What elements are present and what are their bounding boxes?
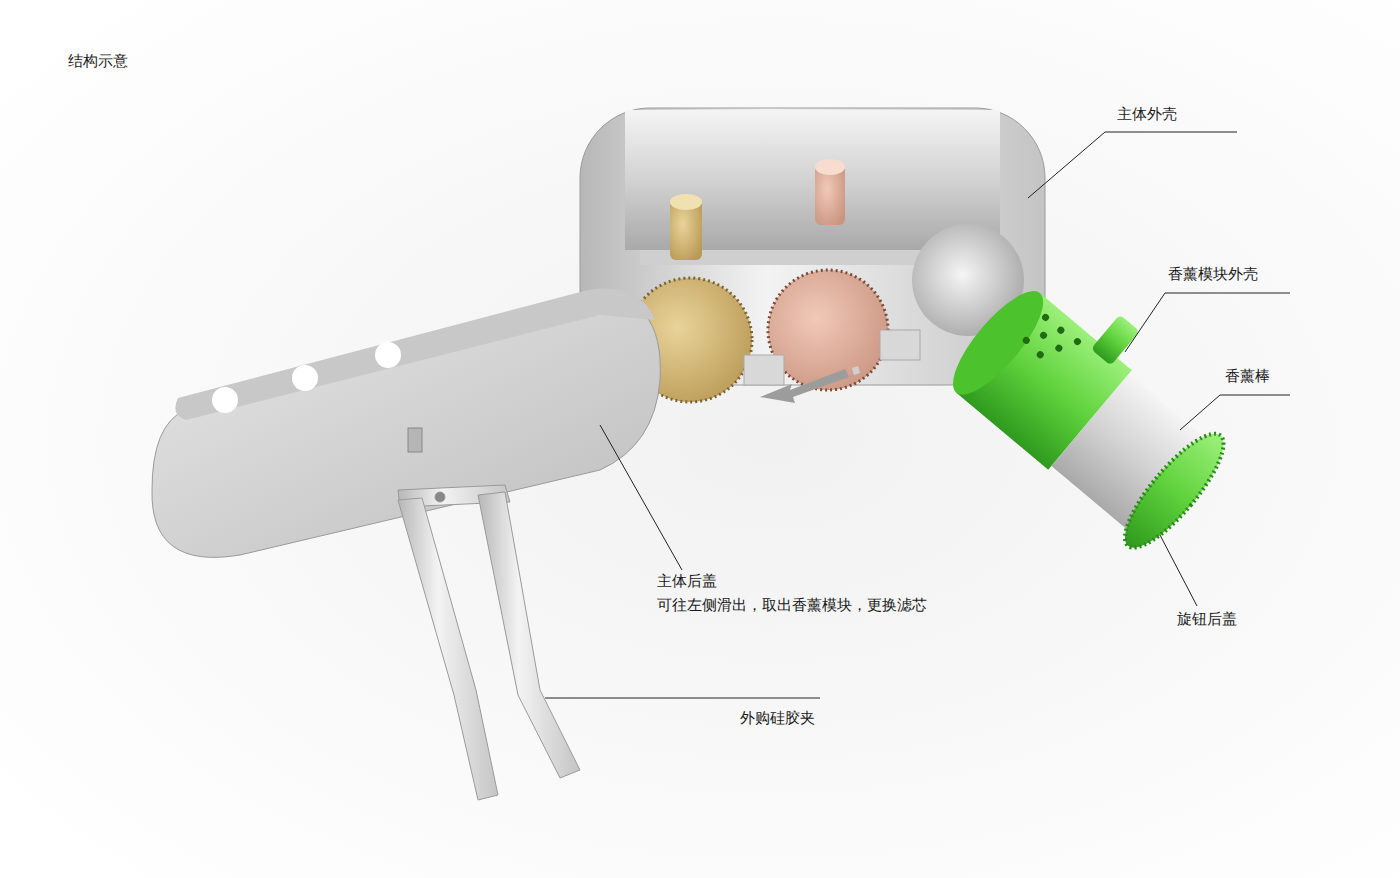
leader-lines: [545, 132, 1290, 698]
part-label: 香薰棒: [1225, 367, 1270, 387]
slide-arrow: [760, 369, 849, 403]
silicone-clip: [398, 485, 580, 800]
diagram-title: 结构示意: [68, 52, 128, 72]
part-label: 旋钮后盖: [1177, 610, 1237, 630]
part-label: 主体后盖: [657, 572, 717, 592]
part-label: 可往左侧滑出，取出香薰模块，更换滤芯: [657, 596, 927, 616]
part-label: 香薰模块外壳: [1168, 265, 1258, 285]
part-label: 外购硅胶夹: [740, 709, 815, 729]
part-label: 主体外壳: [1117, 105, 1177, 125]
